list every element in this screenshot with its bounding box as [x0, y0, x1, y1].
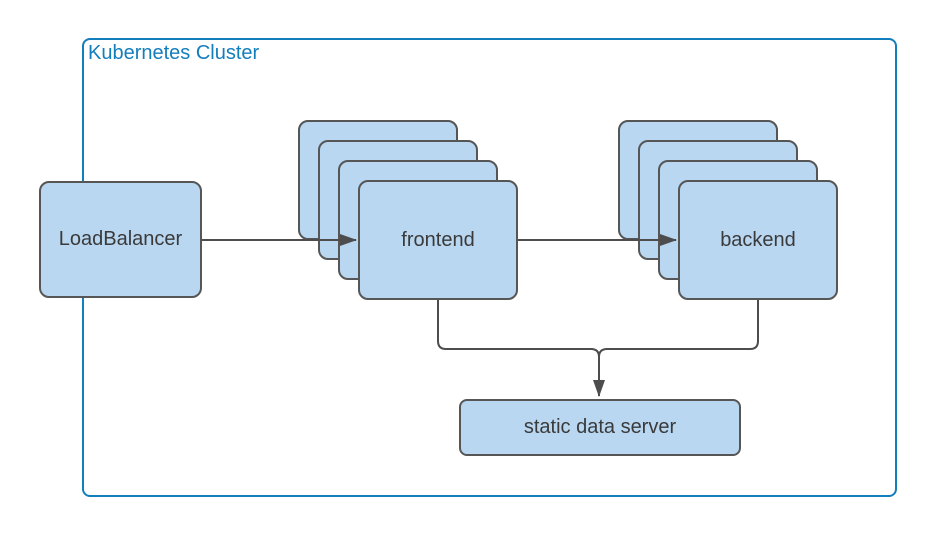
- static-data-server-node: static data server: [459, 399, 741, 456]
- cluster-label: Kubernetes Cluster: [88, 42, 260, 64]
- loadbalancer-node: LoadBalancer: [39, 181, 202, 298]
- loadbalancer-label: LoadBalancer: [58, 228, 183, 250]
- static-data-server-label: static data server: [523, 416, 677, 438]
- backend-label: backend: [720, 228, 796, 251]
- frontend-node: frontend: [358, 180, 518, 300]
- frontend-label: frontend: [401, 228, 475, 251]
- backend-node: backend: [678, 180, 838, 300]
